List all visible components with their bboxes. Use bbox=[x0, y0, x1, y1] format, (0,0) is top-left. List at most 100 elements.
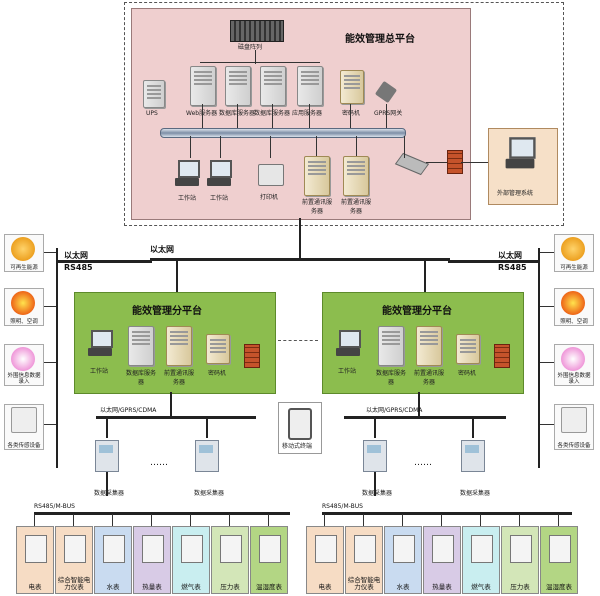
mobile-terminal-icon bbox=[288, 408, 312, 440]
meter-icon bbox=[315, 535, 337, 563]
gprs-gateway-label: GPRS网关 bbox=[374, 110, 403, 117]
sub-device-label: 数据库服务器 bbox=[375, 370, 406, 386]
meter-tile: 电表 bbox=[16, 526, 54, 594]
encryptor-label: 密码机 bbox=[342, 110, 361, 117]
meter-label: 压力表 bbox=[220, 583, 240, 591]
db-server-icon bbox=[378, 326, 404, 366]
storage-array-label: 磁盘阵列 bbox=[238, 44, 263, 51]
meter-icon bbox=[103, 535, 125, 563]
collector-label: 数据采集器 bbox=[194, 490, 225, 497]
workstation-icon bbox=[88, 330, 113, 358]
meter-icon bbox=[64, 535, 86, 563]
sub-device-label: 密码机 bbox=[458, 370, 477, 377]
meter-icon bbox=[471, 535, 493, 563]
server-label: 应用服务器 bbox=[292, 110, 323, 117]
mobile-terminal-label: 移动式终端 bbox=[282, 443, 313, 450]
sensor-icon bbox=[11, 407, 37, 433]
meter-label: 水表 bbox=[396, 583, 410, 591]
top-ethernet-label: 以太网 bbox=[150, 245, 174, 254]
top-ethernet-bus bbox=[150, 258, 450, 261]
ups-icon bbox=[143, 80, 165, 108]
workstation-label: 工作站 bbox=[210, 195, 229, 202]
sub-device-label: 前置通讯服务器 bbox=[413, 370, 444, 386]
collector-label: 数据采集器 bbox=[362, 490, 393, 497]
data-collector-icon bbox=[195, 440, 219, 472]
meter-tile: 水表 bbox=[94, 526, 132, 594]
sub-network-label: 以太网/GPRS/CDMA bbox=[100, 407, 157, 414]
collector-label: 数据采集器 bbox=[94, 490, 125, 497]
leaf-icon bbox=[11, 237, 35, 261]
db-server-icon bbox=[128, 326, 154, 366]
app-server-icon bbox=[297, 66, 323, 106]
comm-server-icon bbox=[166, 326, 192, 366]
sub-device-label: 密码机 bbox=[208, 370, 227, 377]
meter-label: 综合智能电力仪表 bbox=[347, 576, 381, 591]
data-entry-icon bbox=[11, 347, 35, 371]
meter-tile: 综合智能电力仪表 bbox=[345, 526, 383, 594]
meter-label: 综合智能电力仪表 bbox=[57, 576, 91, 591]
sensor-device: 各类传感设备 bbox=[4, 404, 44, 450]
sub-device-label: 工作站 bbox=[338, 368, 357, 375]
sun-icon bbox=[11, 291, 35, 315]
meter-label: 电表 bbox=[318, 583, 332, 591]
meter-icon bbox=[432, 535, 454, 563]
left-network-label: 以太网 RS485 bbox=[64, 251, 93, 272]
meter-label: 热量表 bbox=[432, 583, 452, 591]
printer-icon bbox=[258, 164, 284, 186]
data-entry-device: 外围信息数据录入 bbox=[554, 344, 594, 386]
sub-device-label: 数据库服务器 bbox=[125, 370, 156, 386]
renewable-energy-device: 可再生能源 bbox=[4, 234, 44, 272]
meter-tile: 温湿度表 bbox=[250, 526, 288, 594]
leaf-icon bbox=[561, 237, 585, 261]
comm-server-icon bbox=[343, 156, 369, 196]
encryptor-icon bbox=[206, 334, 230, 364]
workstation-icon bbox=[207, 160, 232, 188]
firewall-icon bbox=[494, 344, 510, 368]
db-server-icon bbox=[260, 66, 286, 106]
meter-icon bbox=[259, 535, 281, 563]
sub-device-label: 工作站 bbox=[90, 368, 109, 375]
sub-platform-title: 能效管理分平台 bbox=[382, 306, 452, 317]
meter-tile: 燃气表 bbox=[172, 526, 210, 594]
lighting-hvac-device: 照明、空调 bbox=[4, 288, 44, 326]
meter-icon bbox=[181, 535, 203, 563]
sub-network-label: 以太网/GPRS/CDMA bbox=[366, 407, 423, 414]
meter-label: 压力表 bbox=[510, 583, 530, 591]
ellipsis: …… bbox=[150, 458, 168, 468]
sub-device-label: 前置通讯服务器 bbox=[163, 370, 194, 386]
meter-label: 电表 bbox=[28, 583, 42, 591]
right-network-label: 以太网 RS485 bbox=[498, 251, 527, 272]
sub-platform-title: 能效管理分平台 bbox=[132, 306, 202, 317]
encryptor-icon bbox=[340, 70, 364, 104]
meter-icon bbox=[354, 535, 376, 563]
main-bus bbox=[160, 128, 406, 138]
meter-icon bbox=[220, 535, 242, 563]
bus-label: RS485/M-BUS bbox=[322, 503, 363, 510]
meter-label: 温湿度表 bbox=[546, 583, 572, 591]
data-entry-device: 外围信息数据录入 bbox=[4, 344, 44, 386]
external-system-computer-icon bbox=[505, 137, 536, 171]
meter-tile: 热量表 bbox=[133, 526, 171, 594]
sensor-device: 各类传感设备 bbox=[554, 404, 594, 450]
meter-label: 燃气表 bbox=[181, 583, 201, 591]
meter-tile: 综合智能电力仪表 bbox=[55, 526, 93, 594]
ellipsis: …… bbox=[414, 458, 432, 468]
external-system-label: 外部管理系统 bbox=[497, 190, 534, 197]
data-collector-icon bbox=[461, 440, 485, 472]
workstation-icon bbox=[336, 330, 361, 358]
meter-label: 燃气表 bbox=[471, 583, 491, 591]
storage-array-icon bbox=[230, 20, 284, 42]
meter-tile: 水表 bbox=[384, 526, 422, 594]
renewable-energy-device: 可再生能源 bbox=[554, 234, 594, 272]
main-platform-title: 能效管理总平台 bbox=[345, 34, 415, 45]
meter-icon bbox=[393, 535, 415, 563]
meter-label: 热量表 bbox=[142, 583, 162, 591]
meter-label: 水表 bbox=[106, 583, 120, 591]
meter-icon bbox=[549, 535, 571, 563]
meter-icon bbox=[510, 535, 532, 563]
meter-tile: 燃气表 bbox=[462, 526, 500, 594]
printer-label: 打印机 bbox=[260, 194, 279, 201]
comm-server-icon bbox=[304, 156, 330, 196]
encryptor-icon bbox=[456, 334, 480, 364]
workstation-icon bbox=[175, 160, 200, 188]
